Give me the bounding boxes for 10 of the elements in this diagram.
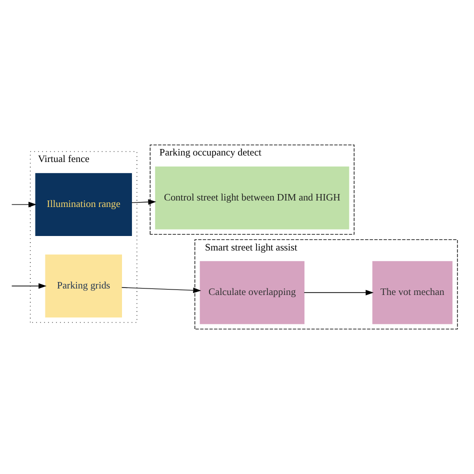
arrow	[304, 290, 374, 296]
node-box: Control street light between DIM and HIGH	[155, 166, 350, 230]
arrow	[11, 202, 36, 208]
node-box: Calculate overlapping	[200, 261, 304, 324]
arrow	[121, 287, 202, 294]
node-box: Illumination range	[35, 173, 132, 236]
node-box: The vot mechan	[372, 261, 452, 324]
arrow	[131, 199, 156, 205]
arrow	[11, 283, 46, 289]
node-box: Parking grids	[45, 254, 122, 318]
